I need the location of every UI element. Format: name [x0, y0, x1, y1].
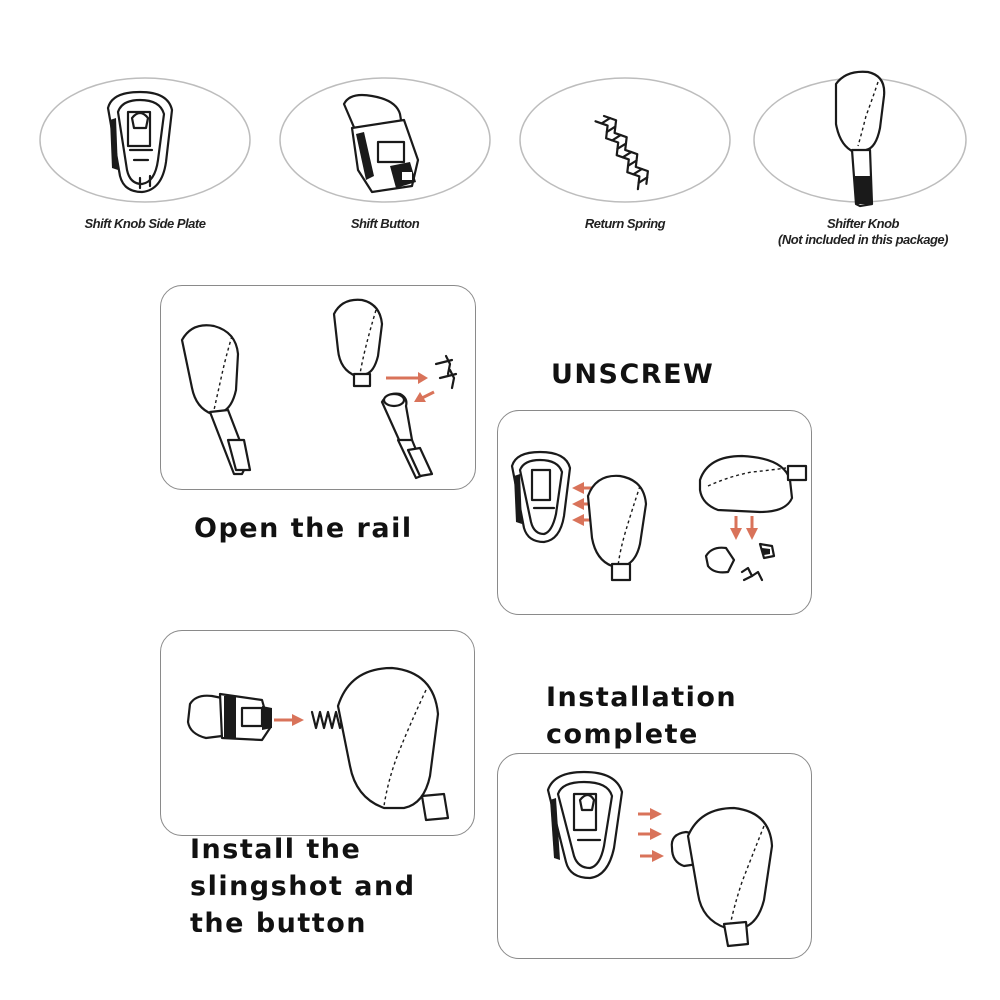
shift-button-icon: [342, 93, 420, 194]
side-plate-icon: [106, 90, 174, 194]
step-label-line: slingshot and: [190, 871, 416, 902]
step-label-line: Installation: [546, 682, 738, 713]
step-label-unscrew: UNSCREW: [551, 356, 714, 393]
step-label-line: Install the: [190, 834, 362, 865]
part-label-line: Shifter Knob: [827, 216, 900, 231]
part-label-line: Shift Button: [350, 216, 420, 231]
part-label-shifter-knob: Shifter Knob (Not included in this packa…: [748, 216, 978, 248]
shift-rod-icon: [380, 392, 434, 480]
part-label-line: Return Spring: [584, 216, 666, 231]
step-label-line: Open the rail: [194, 513, 413, 544]
shift-button-icon: [186, 692, 272, 742]
spring-icon: [594, 114, 649, 191]
shifter-full-icon: [180, 324, 252, 476]
side-plate-icon: [546, 770, 624, 880]
part-ellipse: [279, 77, 491, 203]
part-label-shift-button: Shift Button: [280, 216, 490, 232]
side-plate-icon: [510, 450, 572, 544]
part-label-line: (Not included in this package): [778, 232, 948, 247]
arrow-icon: [274, 714, 304, 726]
arrow-icon: [386, 372, 435, 402]
step-label-complete: Installation complete: [546, 679, 737, 753]
knob-icon: [670, 806, 774, 948]
arrow-icon: [730, 516, 758, 540]
step-label-line: UNSCREW: [551, 359, 715, 390]
arrow-icon: [638, 808, 664, 862]
knob-icon: [586, 474, 648, 582]
step-label-open-rail: Open the rail: [194, 510, 413, 547]
step-label-install: Install the slingshot and the button: [190, 831, 416, 942]
button-parts-icon: [704, 542, 776, 582]
part-label-return-spring: Return Spring: [520, 216, 730, 232]
step-label-line: complete: [546, 719, 699, 750]
shifter-knob-icon: [834, 70, 886, 208]
part-ellipse: [39, 77, 251, 203]
knob-icon: [698, 454, 808, 514]
knob-icon: [332, 298, 384, 388]
step-label-line: the button: [190, 908, 367, 939]
knob-icon: [336, 666, 450, 822]
screw-icon: [434, 354, 458, 390]
part-label-line: Shift Knob Side Plate: [84, 216, 206, 231]
part-label-side-plate: Shift Knob Side Plate: [40, 216, 250, 232]
part-ellipse: [519, 77, 731, 203]
